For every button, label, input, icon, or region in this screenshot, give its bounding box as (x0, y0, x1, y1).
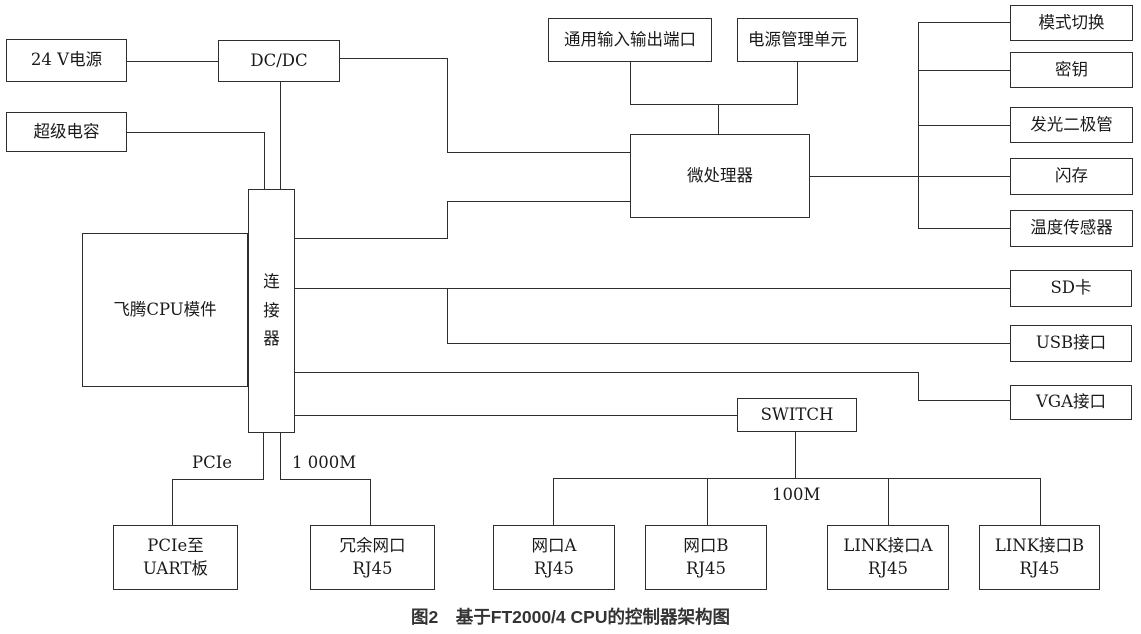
box-link-a-rj45: LINK接口A RJ45 (827, 525, 949, 590)
box-ft-cpu-module: 飞腾CPU模件 (82, 233, 248, 387)
connector-line (888, 478, 890, 525)
box-port-a-rj45: 网口A RJ45 (493, 525, 615, 590)
box-secret-key: 密钥 (1010, 52, 1133, 88)
connector-line (630, 104, 797, 106)
box-pcie-uart-board: PCIe至 UART板 (113, 525, 238, 590)
connector-line (295, 415, 737, 417)
connector-line (264, 132, 266, 189)
connector-line (172, 479, 174, 525)
box-redundant-port-rj45: 冗余网口 RJ45 (310, 525, 435, 590)
box-mode-switch: 模式切换 (1010, 5, 1133, 41)
connector-line (295, 238, 447, 240)
connector-line (795, 432, 797, 479)
connector-line (918, 70, 1010, 72)
box-gpio-port: 通用输入输出端口 (548, 18, 712, 62)
connector-line (810, 176, 1010, 178)
connector-line (918, 400, 1010, 402)
box-usb-port: USB接口 (1010, 325, 1132, 362)
connector-line (707, 478, 709, 525)
connector-line (280, 433, 282, 480)
connector-line (718, 104, 720, 134)
box-microprocessor: 微处理器 (630, 134, 810, 218)
box-led: 发光二极管 (1010, 107, 1133, 143)
connector-line (263, 433, 265, 480)
box-supercapacitor: 超级电容 (6, 112, 127, 152)
box-24v-power: 24 V电源 (6, 39, 127, 82)
box-port-b-rj45: 网口B RJ45 (645, 525, 767, 590)
connector-line (447, 343, 1010, 345)
connector-line (918, 22, 1010, 24)
connector-line (553, 478, 1041, 480)
connector-line (630, 62, 632, 105)
figure-caption: 图2 基于FT2000/4 CPU的控制器架构图 (411, 607, 730, 627)
box-flash: 闪存 (1010, 158, 1133, 195)
connector-line (918, 125, 1010, 127)
connector-line (127, 61, 218, 63)
connector-line (918, 228, 1010, 230)
box-link-b-rj45: LINK接口B RJ45 (979, 525, 1100, 590)
connector-line (295, 288, 1010, 290)
connector-line (295, 372, 919, 374)
connector-line (172, 479, 264, 481)
label-100m: 100M (772, 485, 821, 504)
box-power-mgmt-unit: 电源管理单元 (737, 18, 858, 62)
box-sd-card: SD卡 (1010, 270, 1132, 307)
connector-line (797, 62, 799, 105)
box-switch: SWITCH (737, 398, 857, 432)
connector-line (447, 288, 449, 343)
connector-line (447, 201, 630, 203)
connector-line (447, 58, 449, 153)
connector-line (553, 478, 555, 525)
connector-line (370, 479, 372, 525)
connector-line (447, 201, 449, 239)
connector-line (918, 372, 920, 401)
connector-line (127, 132, 264, 134)
connector-line (280, 82, 282, 189)
connector-line (1040, 478, 1042, 525)
connector-line (280, 479, 371, 481)
box-vga-port: VGA接口 (1010, 385, 1132, 420)
label-1000m: 1 000M (292, 453, 357, 472)
connector-line (447, 152, 630, 154)
box-temp-sensor: 温度传感器 (1010, 210, 1133, 247)
label-pcie: PCIe (192, 453, 233, 472)
box-dcdc: DC/DC (218, 40, 340, 82)
box-connector: 连 接 器 (248, 189, 295, 433)
connector-line (340, 58, 447, 60)
